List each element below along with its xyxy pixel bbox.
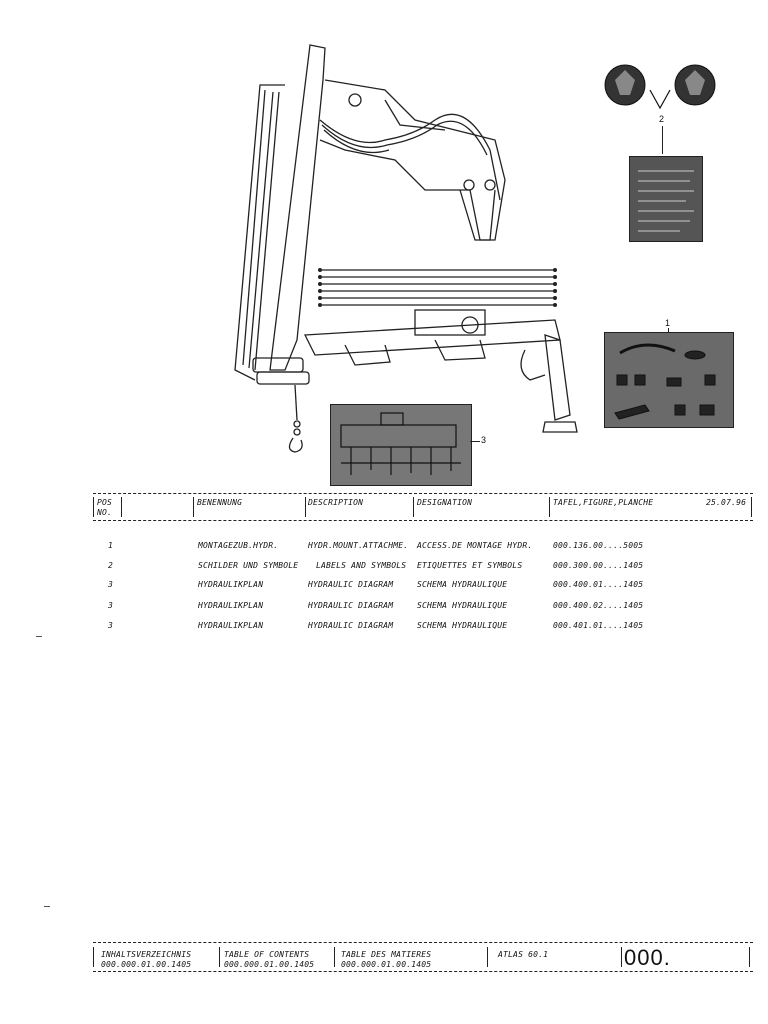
footer-fr-code: 000.000.01.00.1405 xyxy=(341,960,432,969)
row-tafel: 000.400.01....1405 xyxy=(553,580,644,589)
row-designation: SCHEMA HYDRAULIQUE xyxy=(417,580,508,589)
row-benennung: HYDRAULIKPLAN xyxy=(198,580,264,589)
footer-divider xyxy=(621,947,622,967)
header-tafel: TAFEL,FIGURE,PLANCHE xyxy=(553,498,654,507)
header-pos: POS xyxy=(97,498,113,507)
footer-page-number: 000. xyxy=(624,945,671,970)
label-plate-icon xyxy=(638,170,694,232)
row-pos: 1 xyxy=(108,541,114,550)
row-designation: ACCESS.DE MONTAGE HYDR. xyxy=(417,541,533,550)
callout-2: 2 xyxy=(659,114,665,124)
header-divider xyxy=(121,497,122,517)
row-tafel: 000.300.00....1405 xyxy=(553,561,644,570)
callout-1-leader xyxy=(668,328,669,334)
footer-fr-title: TABLE DES MATIERES xyxy=(341,950,432,959)
footer-en-code: 000.000.01.00.1405 xyxy=(224,960,315,969)
footer-divider xyxy=(334,947,335,967)
callout-2-leader xyxy=(662,126,663,154)
mounting-accessories-image xyxy=(604,332,734,428)
row-designation: SCHEMA HYDRAULIQUE xyxy=(417,601,508,610)
header-bottom-rule xyxy=(93,520,753,521)
callout-1: 1 xyxy=(665,318,671,328)
row-tafel: 000.400.02....1405 xyxy=(553,601,644,610)
row-tafel: 000.401.01....1405 xyxy=(553,621,644,630)
row-pos: 3 xyxy=(108,621,114,630)
row-pos: 3 xyxy=(108,580,114,589)
hydraulic-schematic-icon xyxy=(340,412,461,475)
row-pos: 2 xyxy=(108,561,114,570)
row-tafel: 000.136.00....5005 xyxy=(553,541,644,550)
header-divider xyxy=(751,497,752,517)
row-benennung: HYDRAULIKPLAN xyxy=(198,601,264,610)
footer-de-code: 000.000.01.00.1405 xyxy=(101,960,192,969)
footer-top-rule xyxy=(93,942,753,943)
header-date: 25.07.96 xyxy=(706,498,747,507)
header-top-rule xyxy=(93,493,753,494)
footer-en-title: TABLE OF CONTENTS xyxy=(224,950,310,959)
row-pos: 3 xyxy=(108,601,114,610)
header-benennung: BENENNUNG xyxy=(197,498,243,507)
footer-bottom-rule xyxy=(93,971,753,972)
sticker-icons xyxy=(604,64,716,110)
scan-mark xyxy=(44,906,50,907)
footer-model: ATLAS 60.1 xyxy=(498,950,549,959)
header-description: DESCRIPTION xyxy=(308,498,364,507)
warning-label-plate xyxy=(629,156,703,242)
footer-divider xyxy=(749,947,750,967)
row-benennung: SCHILDER UND SYMBOLE xyxy=(198,561,299,570)
row-description: HYDRAULIC DIAGRAM xyxy=(308,621,394,630)
row-designation: ETIQUETTES ET SYMBOLS xyxy=(417,561,523,570)
callout-3: 3 xyxy=(481,435,487,445)
header-designation: DESIGNATION xyxy=(417,498,473,507)
row-description: HYDR.MOUNT.ATTACHME. xyxy=(308,541,409,550)
callout-3-leader xyxy=(470,441,480,442)
row-description: LABELS AND SYMBOLS xyxy=(316,561,407,570)
footer-de-title: INHALTSVERZEICHNIS xyxy=(101,950,192,959)
row-description: HYDRAULIC DIAGRAM xyxy=(308,580,394,589)
scan-mark xyxy=(36,636,42,637)
crane-drawing xyxy=(234,44,578,453)
symbol-stickers xyxy=(600,60,720,130)
row-benennung: MONTAGEZUB.HYDR. xyxy=(198,541,279,550)
header-divider xyxy=(193,497,194,517)
header-divider xyxy=(413,497,414,517)
header-no: NO. xyxy=(97,508,113,517)
row-designation: SCHEMA HYDRAULIQUE xyxy=(417,621,508,630)
footer-divider xyxy=(93,947,94,967)
accessories-icon xyxy=(614,343,716,420)
header-divider xyxy=(549,497,550,517)
crane-illustration xyxy=(225,40,585,460)
header-divider xyxy=(305,497,306,517)
footer-divider xyxy=(487,947,488,967)
row-description: HYDRAULIC DIAGRAM xyxy=(308,601,394,610)
hydraulic-diagram-image xyxy=(330,404,472,486)
row-benennung: HYDRAULIKPLAN xyxy=(198,621,264,630)
footer-divider xyxy=(219,947,220,967)
header-divider xyxy=(93,497,94,517)
